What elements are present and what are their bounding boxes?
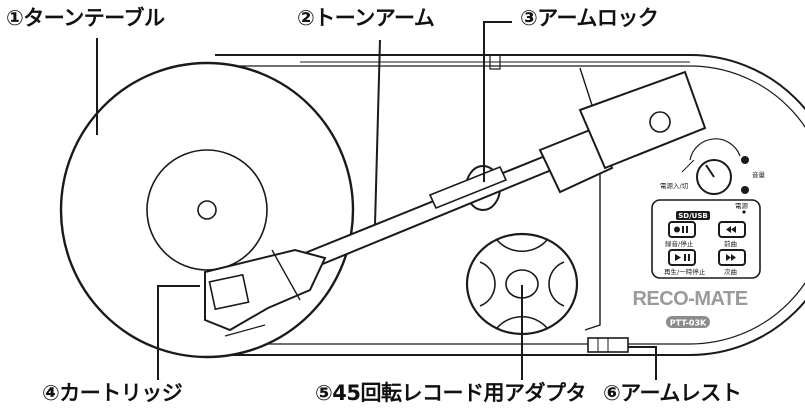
model-label: PTT-03K — [670, 319, 707, 328]
play-icon — [675, 254, 681, 261]
leader-tonearm — [374, 39, 381, 226]
pivot-screw — [649, 111, 671, 133]
rewind-icon — [726, 226, 736, 233]
pause-bar-2 — [686, 226, 688, 233]
media-badge-bg — [676, 211, 710, 220]
callout-arm-lock: ③アームロック — [520, 6, 659, 30]
play-pause-button[interactable] — [668, 249, 696, 266]
callout-cartridge: ④カートリッジ — [42, 381, 183, 405]
cartridge-headshell — [204, 248, 327, 332]
callout-turntable: ①ターンテーブル — [6, 6, 165, 30]
leader-cartridge — [157, 285, 200, 380]
player-body-inner-line — [240, 65, 805, 345]
callout-adapter: ⑤45回転レコード用アダプタ — [315, 381, 587, 405]
power-label: 電源 — [735, 201, 749, 210]
record-icon — [674, 226, 680, 233]
leader-arm-lock — [483, 21, 512, 182]
pause-bar-3 — [684, 254, 686, 261]
model-badge — [666, 316, 710, 328]
power-switch-label: 電源入/切 — [660, 181, 689, 190]
pause-bar-1 — [682, 226, 684, 233]
callout-arm-rest: ⑥アームレスト — [603, 381, 742, 405]
next-label: 次曲 — [724, 267, 737, 276]
volume-min-icon — [741, 186, 749, 194]
counterweight — [578, 70, 707, 170]
platter-label — [146, 149, 268, 271]
control-panel — [651, 199, 761, 279]
volume-max-icon — [741, 156, 749, 164]
next-button[interactable] — [718, 249, 746, 266]
spindle — [197, 200, 217, 220]
callout-tonearm: ②トーンアーム — [297, 6, 435, 30]
volume-knob — [696, 159, 732, 195]
brand-logo: RECO-MATE — [632, 288, 747, 310]
record-stop-button[interactable] — [668, 221, 696, 238]
leader-arm-rest — [628, 346, 657, 380]
fast-forward-icon — [726, 254, 736, 261]
tonearm-lock-clip — [428, 165, 508, 210]
pause-bar-4 — [688, 254, 690, 261]
panel-recess — [579, 67, 601, 331]
volume-label: 音量 — [752, 170, 766, 179]
prev-label: 前曲 — [724, 239, 737, 248]
power-led — [742, 210, 746, 214]
media-badge-label: SD/USB — [678, 212, 707, 220]
cartridge-body — [208, 273, 250, 311]
player-body-outline — [215, 54, 805, 356]
record-stop-label: 録音/停止 — [665, 239, 694, 248]
play-pause-label: 再生/一時停止 — [664, 267, 706, 276]
prev-button[interactable] — [718, 221, 746, 238]
